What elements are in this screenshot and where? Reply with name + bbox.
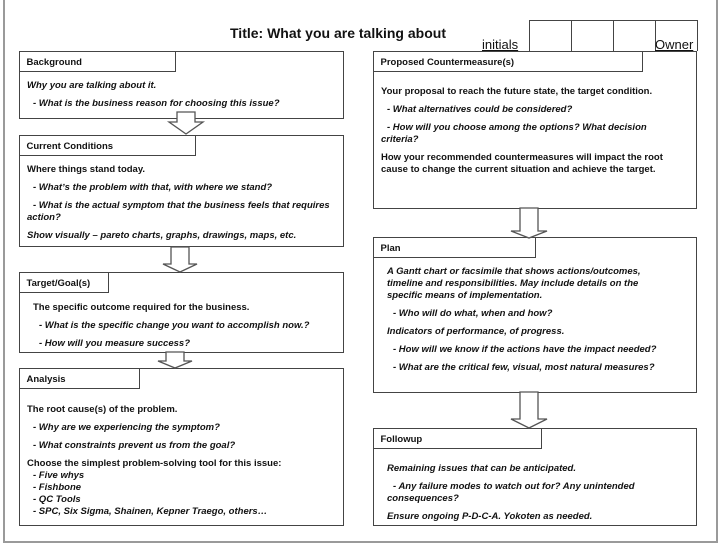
- countermeasures-line: How your recommended countermeasures wil…: [381, 152, 663, 175]
- background-heading: Background: [18, 50, 176, 72]
- target-heading: Target/Goal(s): [18, 271, 109, 293]
- owner-label: Owner: [655, 37, 694, 52]
- countermeasures-line: - What alternatives could be considered?: [387, 104, 573, 115]
- target-line: The specific outcome required for the bu…: [33, 302, 250, 313]
- plan-section: Plan A Gantt chart or facsimile that sho…: [372, 236, 697, 393]
- analysis-line: Choose the simplest problem-solving tool…: [27, 458, 282, 469]
- analysis-line: - Fishbone: [33, 482, 82, 493]
- page-title: Title: What you are talking about: [230, 25, 446, 41]
- followup-section: Followup Remaining issues that can be an…: [372, 427, 697, 526]
- background-line: - What is the business reason for choosi…: [33, 98, 280, 109]
- plan-line: A Gantt chart or facsimile that shows ac…: [387, 266, 641, 301]
- background-section: Background Why you are talking about it.…: [18, 50, 344, 119]
- current-conditions-section: Current Conditions Where things stand to…: [18, 134, 344, 247]
- analysis-heading: Analysis: [18, 367, 140, 389]
- initials-box-3[interactable]: [613, 20, 656, 51]
- countermeasures-line: Your proposal to reach the future state,…: [381, 86, 653, 97]
- countermeasures-heading: Proposed Countermeasure(s): [372, 50, 643, 72]
- analysis-line: - Why are we experiencing the symptom?: [33, 422, 220, 433]
- current-conditions-line: - Whatʼs the problem with that, with whe…: [33, 182, 273, 193]
- owner-box[interactable]: [655, 20, 698, 51]
- down-arrow-icon: [510, 391, 548, 429]
- current-conditions-heading: Current Conditions: [18, 134, 196, 156]
- analysis-section: Analysis The root cause(s) of the proble…: [18, 367, 344, 526]
- initials-label: initials: [482, 37, 519, 52]
- followup-heading: Followup: [372, 427, 542, 449]
- analysis-line: - QC Tools: [33, 494, 81, 505]
- initials-box-1[interactable]: [529, 20, 572, 51]
- followup-line: Remaining issues that can be anticipated…: [387, 463, 576, 474]
- analysis-line: - SPC, Six Sigma, Shainen, Kepner Traego…: [33, 506, 268, 517]
- current-conditions-line: - What is the actual symptom that the bu…: [27, 200, 330, 223]
- down-arrow-icon: [166, 111, 206, 135]
- countermeasures-section: Proposed Countermeasure(s) Your proposal…: [372, 50, 697, 209]
- plan-line: Indicators of performance, of progress.: [387, 326, 565, 337]
- target-line: - How will you measure success?: [39, 338, 190, 349]
- target-line: - What is the specific change you want t…: [39, 320, 310, 331]
- plan-line: - Who will do what, when and how?: [393, 308, 553, 319]
- countermeasures-line: - How will you choose among the options?…: [381, 122, 647, 145]
- background-line: Why you are talking about it.: [27, 80, 157, 91]
- followup-line: - Any failure modes to watch out for? An…: [387, 481, 635, 504]
- down-arrow-icon: [510, 207, 548, 239]
- plan-line: - How will we know if the actions have t…: [393, 344, 657, 355]
- followup-line: Ensure ongoing P-D-C-A. Yokoten as neede…: [387, 511, 593, 522]
- analysis-line: The root cause(s) of the problem.: [27, 404, 178, 415]
- down-arrow-icon: [162, 246, 198, 273]
- initials-box-2[interactable]: [571, 20, 614, 51]
- analysis-line: - Five whys: [33, 470, 85, 481]
- current-conditions-line: Where things stand today.: [27, 164, 146, 175]
- target-section: Target/Goal(s) The specific outcome requ…: [18, 271, 344, 353]
- plan-line: - What are the critical few, visual, mos…: [393, 362, 655, 373]
- current-conditions-line: Show visually – pareto charts, graphs, d…: [27, 230, 297, 241]
- down-arrow-icon: [157, 351, 193, 369]
- plan-heading: Plan: [372, 236, 536, 258]
- analysis-line: - What constraints prevent us from the g…: [33, 440, 236, 451]
